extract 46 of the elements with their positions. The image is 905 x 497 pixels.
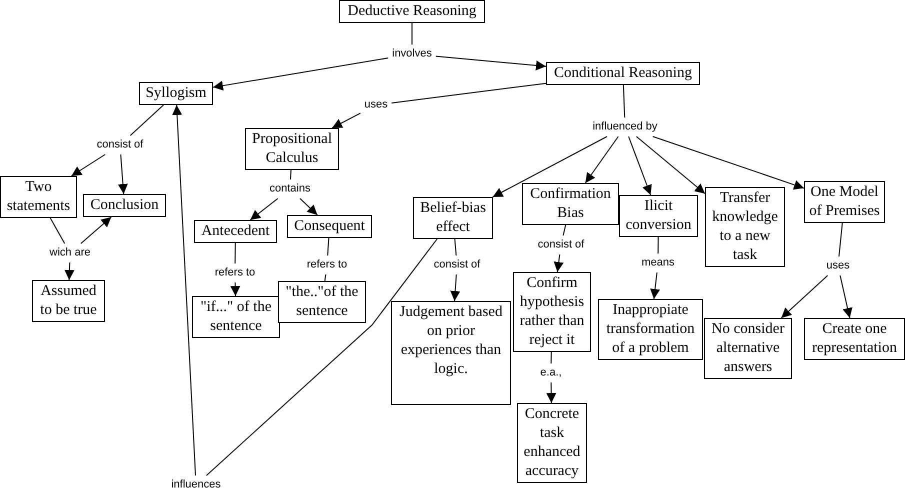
concept-box: "if..." of the sentence <box>192 296 280 338</box>
connector-arrow <box>780 275 828 318</box>
concept-box: Syllogism <box>139 82 213 105</box>
connector-arrow <box>250 198 278 220</box>
connector-arrow <box>650 272 660 300</box>
connector-arrow <box>636 136 706 194</box>
connector-arrow <box>230 282 240 296</box>
concept-box: One Model of Premises <box>804 181 885 223</box>
connector-arrow <box>332 112 361 128</box>
connector-arrow <box>300 198 318 216</box>
concept-box: Two statements <box>0 176 77 218</box>
concept-box: Confirm hypothesis rather than reject it <box>513 272 591 352</box>
concept-box: Transfer knowledge to a new task <box>705 187 785 267</box>
concept-box: No consider alternative answers <box>704 318 792 379</box>
concept-box: Antecedent <box>194 220 277 243</box>
connector-arrow <box>584 136 619 184</box>
concept-box: Propositional Calculus <box>245 128 339 170</box>
connector-arrow <box>546 382 556 404</box>
connector-arrow <box>450 274 460 302</box>
concept-box: Concrete task enhanced accuracy <box>517 403 587 483</box>
connector-arrow <box>435 56 546 70</box>
connector-arrow <box>70 154 106 176</box>
connector-arrow <box>80 216 112 244</box>
connector-arrow <box>492 136 608 198</box>
concept-box: Belief-bias effect <box>413 197 493 239</box>
connector-arrow <box>554 254 564 272</box>
connector-arrow <box>64 262 74 280</box>
connector-arrow <box>840 275 852 318</box>
concept-box: Assumed to be true <box>32 280 105 322</box>
connector-arrow <box>172 104 196 476</box>
concept-box: Conclusion <box>83 194 166 217</box>
concept-box: Deductive Reasoning <box>339 0 485 23</box>
connector-arrow <box>212 58 389 91</box>
linking-phrase: e.a., <box>539 366 563 380</box>
connector-arrow <box>652 136 804 190</box>
concept-box: Inappropiate transformation of a problem <box>598 299 703 360</box>
concept-box: Create one representation <box>804 318 905 360</box>
concept-box: Consequent <box>287 215 372 238</box>
concept-box: Ilicit conversion <box>619 195 698 237</box>
concept-box: Confirmation Bias <box>522 183 619 225</box>
concept-box: Conditional Reasoning <box>546 62 700 85</box>
linking-phrase: influenced by <box>592 120 658 134</box>
connector-arrow <box>118 154 128 194</box>
concept-box: Judgement based on prior experiences than logic. <box>391 301 511 405</box>
connector-arrow <box>628 136 652 196</box>
concept-box: "the.."of the sentence <box>278 281 366 323</box>
